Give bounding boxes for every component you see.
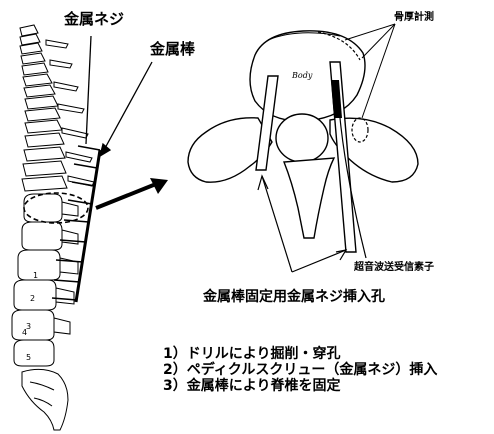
label-pointers-left — [86, 36, 152, 156]
vertebra-body-label: Body — [291, 71, 313, 80]
rod-label: 金属棒 — [150, 38, 195, 59]
vertebra-number: 2 — [30, 294, 35, 303]
procedure-steps: 1）ドリルにより掘削・穿孔 2）ペディクルスクリュー（金属ネジ）挿入 3）金属棒… — [163, 346, 437, 394]
vertebra-detail — [188, 31, 418, 238]
vertebra-number: 1 — [33, 271, 38, 280]
zoom-arrow — [96, 178, 168, 208]
screw-hole-label: 金属棒固定用金属ネジ挿入孔 — [203, 286, 385, 306]
procedure-step: 1）ドリルにより掘削・穿孔 — [163, 346, 437, 362]
screw-label: 金属ネジ — [64, 8, 124, 29]
vertebra-number: 5 — [26, 353, 31, 362]
procedure-step: 2）ペディクルスクリュー（金属ネジ）挿入 — [163, 362, 437, 378]
spine-column — [12, 25, 94, 430]
vertebra-number: 4 — [22, 328, 27, 337]
procedure-step: 3）金属棒により脊椎を固定 — [163, 378, 437, 394]
cortical-measurement-label: 骨厚計測 — [394, 8, 434, 23]
ultrasound-element-label: 超音波送受信素子 — [354, 258, 434, 273]
